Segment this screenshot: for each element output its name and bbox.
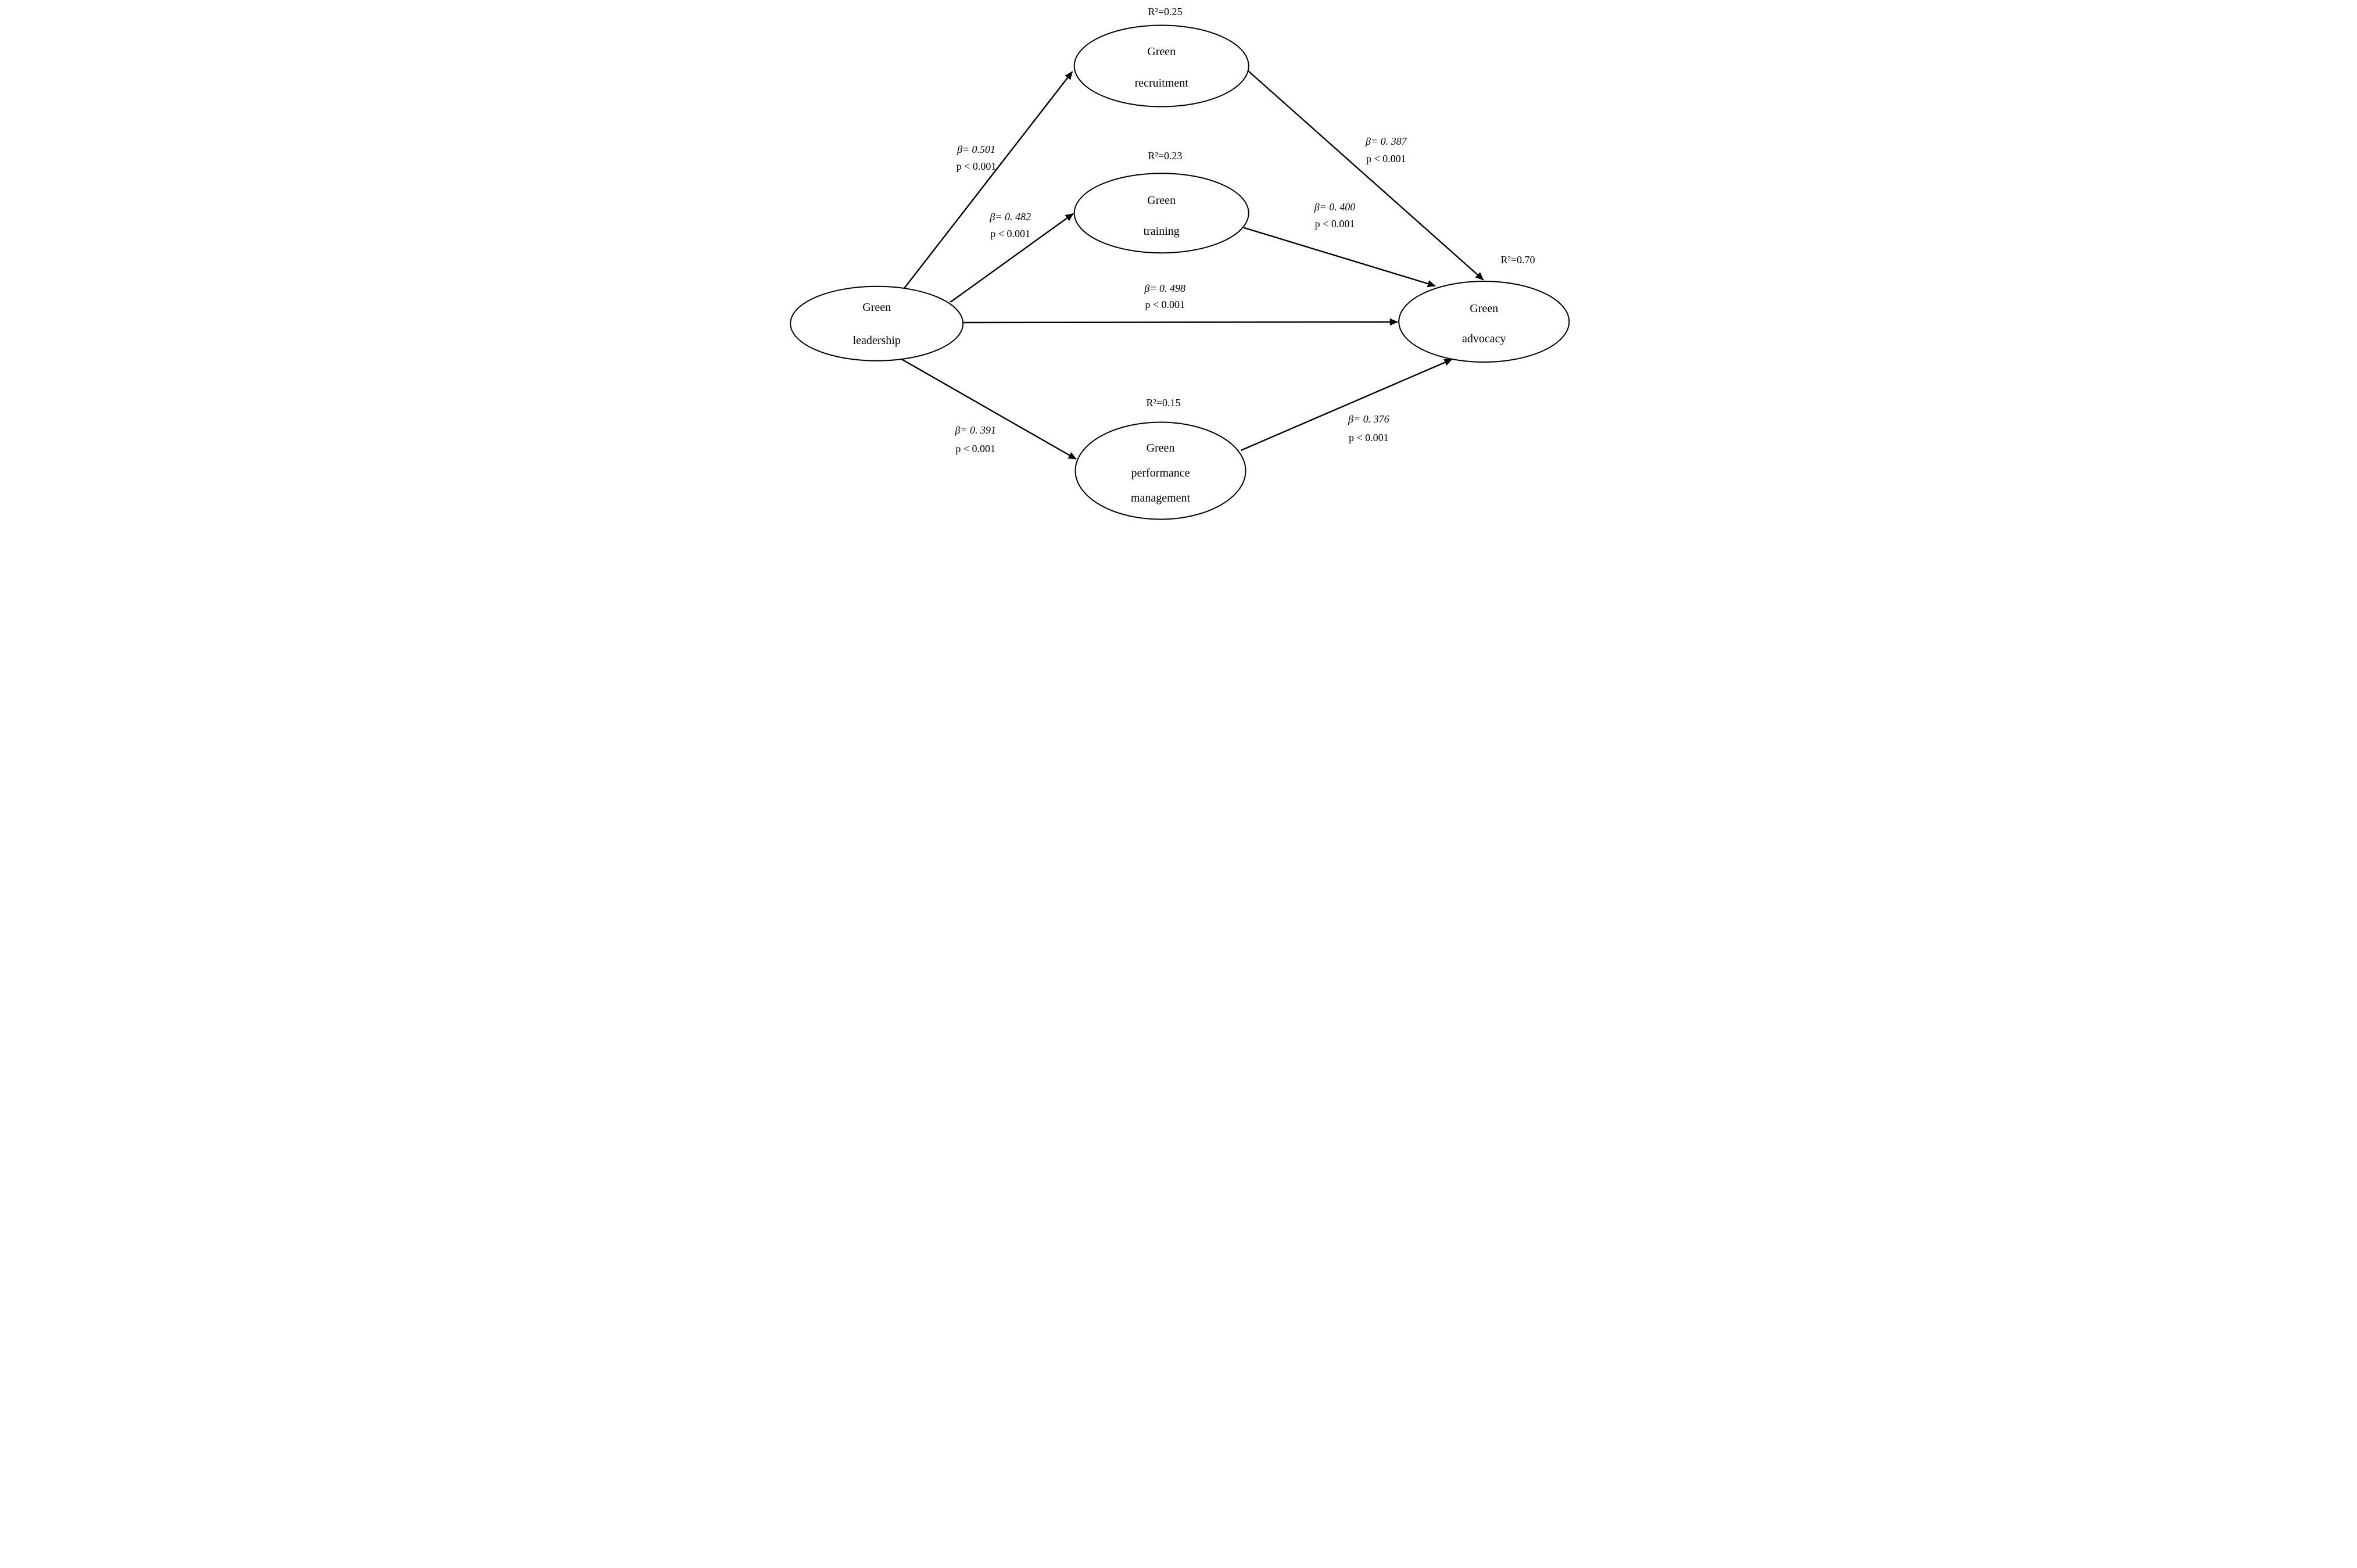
node-label: training	[1144, 225, 1180, 238]
path-recruitment-to-advocacy	[1244, 67, 1484, 281]
node-green-recruitment: Green recruitment R²=0.25	[1073, 6, 1249, 108]
node-green-advocacy: Green advocacy R²=0.70	[1398, 254, 1570, 363]
path-label-performance-advocacy: β= 0. 376 p < 0.001	[1348, 413, 1389, 443]
node-green-leadership: Green leadership	[790, 285, 964, 361]
node-green-performance-management: Green performance management R²=0.15	[1074, 397, 1246, 520]
r2-label-recruitment: R²=0.25	[1148, 6, 1182, 17]
r2-label-advocacy: R²=0.70	[1500, 254, 1535, 266]
path-label-leadership-performance: β= 0. 391 p < 0.001	[954, 424, 996, 454]
node-label: leadership	[853, 334, 901, 347]
p-value: p < 0.001	[955, 443, 995, 454]
path-label-recruitment-advocacy: β= 0. 387 p < 0.001	[1365, 135, 1407, 164]
p-value: p < 0.001	[1145, 299, 1185, 310]
node-label: management	[1131, 492, 1191, 504]
node-ellipse-green-leadership	[790, 285, 964, 361]
beta-value: β= 0. 400	[1314, 201, 1356, 213]
path-label-leadership-advocacy: β= 0. 498 p < 0.001	[1144, 282, 1185, 310]
node-ellipse-green-performance-management	[1074, 421, 1246, 520]
path-leadership-to-recruitment	[904, 71, 1073, 289]
path-label-training-advocacy: β= 0. 400 p < 0.001	[1314, 201, 1356, 230]
node-label: advocacy	[1462, 332, 1506, 345]
beta-value: β= 0.501	[957, 144, 995, 155]
p-value: p < 0.001	[990, 228, 1030, 239]
node-green-training: Green training R²=0.23	[1073, 150, 1249, 254]
node-ellipse-green-advocacy	[1398, 281, 1570, 363]
p-value: p < 0.001	[1349, 432, 1389, 443]
beta-value: β= 0. 498	[1144, 282, 1185, 294]
node-label: recruitment	[1135, 77, 1189, 90]
p-value: p < 0.001	[1366, 153, 1406, 164]
r2-label-performance: R²=0.15	[1146, 397, 1180, 409]
node-label: Green	[1147, 45, 1176, 58]
beta-value: β= 0. 482	[989, 211, 1031, 223]
node-ellipse-green-recruitment	[1073, 24, 1249, 108]
sem-path-diagram: Green leadership Green recruitment R²=0.…	[786, 0, 1571, 522]
p-value: p < 0.001	[957, 160, 997, 172]
path-training-to-advocacy	[1243, 227, 1436, 288]
diagram-canvas: Green leadership Green recruitment R²=0.…	[790, 6, 1570, 520]
node-ellipse-green-training	[1073, 173, 1249, 254]
beta-value: β= 0. 387	[1365, 135, 1407, 147]
node-label: Green	[1147, 194, 1176, 207]
node-label: Green	[1470, 302, 1498, 315]
path-performance-to-advocacy	[1240, 359, 1453, 452]
path-label-leadership-training: β= 0. 482 p < 0.001	[989, 211, 1031, 239]
node-label: Green	[1147, 442, 1175, 454]
node-label: performance	[1131, 467, 1190, 479]
r2-label-training: R²=0.23	[1148, 150, 1182, 162]
path-leadership-to-advocacy	[962, 318, 1398, 326]
path-leadership-to-performance	[901, 359, 1077, 460]
beta-value: β= 0. 376	[1348, 413, 1389, 425]
path-leadership-to-training	[950, 213, 1074, 303]
node-label: Green	[862, 301, 891, 314]
p-value: p < 0.001	[1315, 218, 1355, 230]
beta-value: β= 0. 391	[954, 424, 996, 436]
path-label-leadership-recruitment: β= 0.501 p < 0.001	[957, 144, 997, 172]
